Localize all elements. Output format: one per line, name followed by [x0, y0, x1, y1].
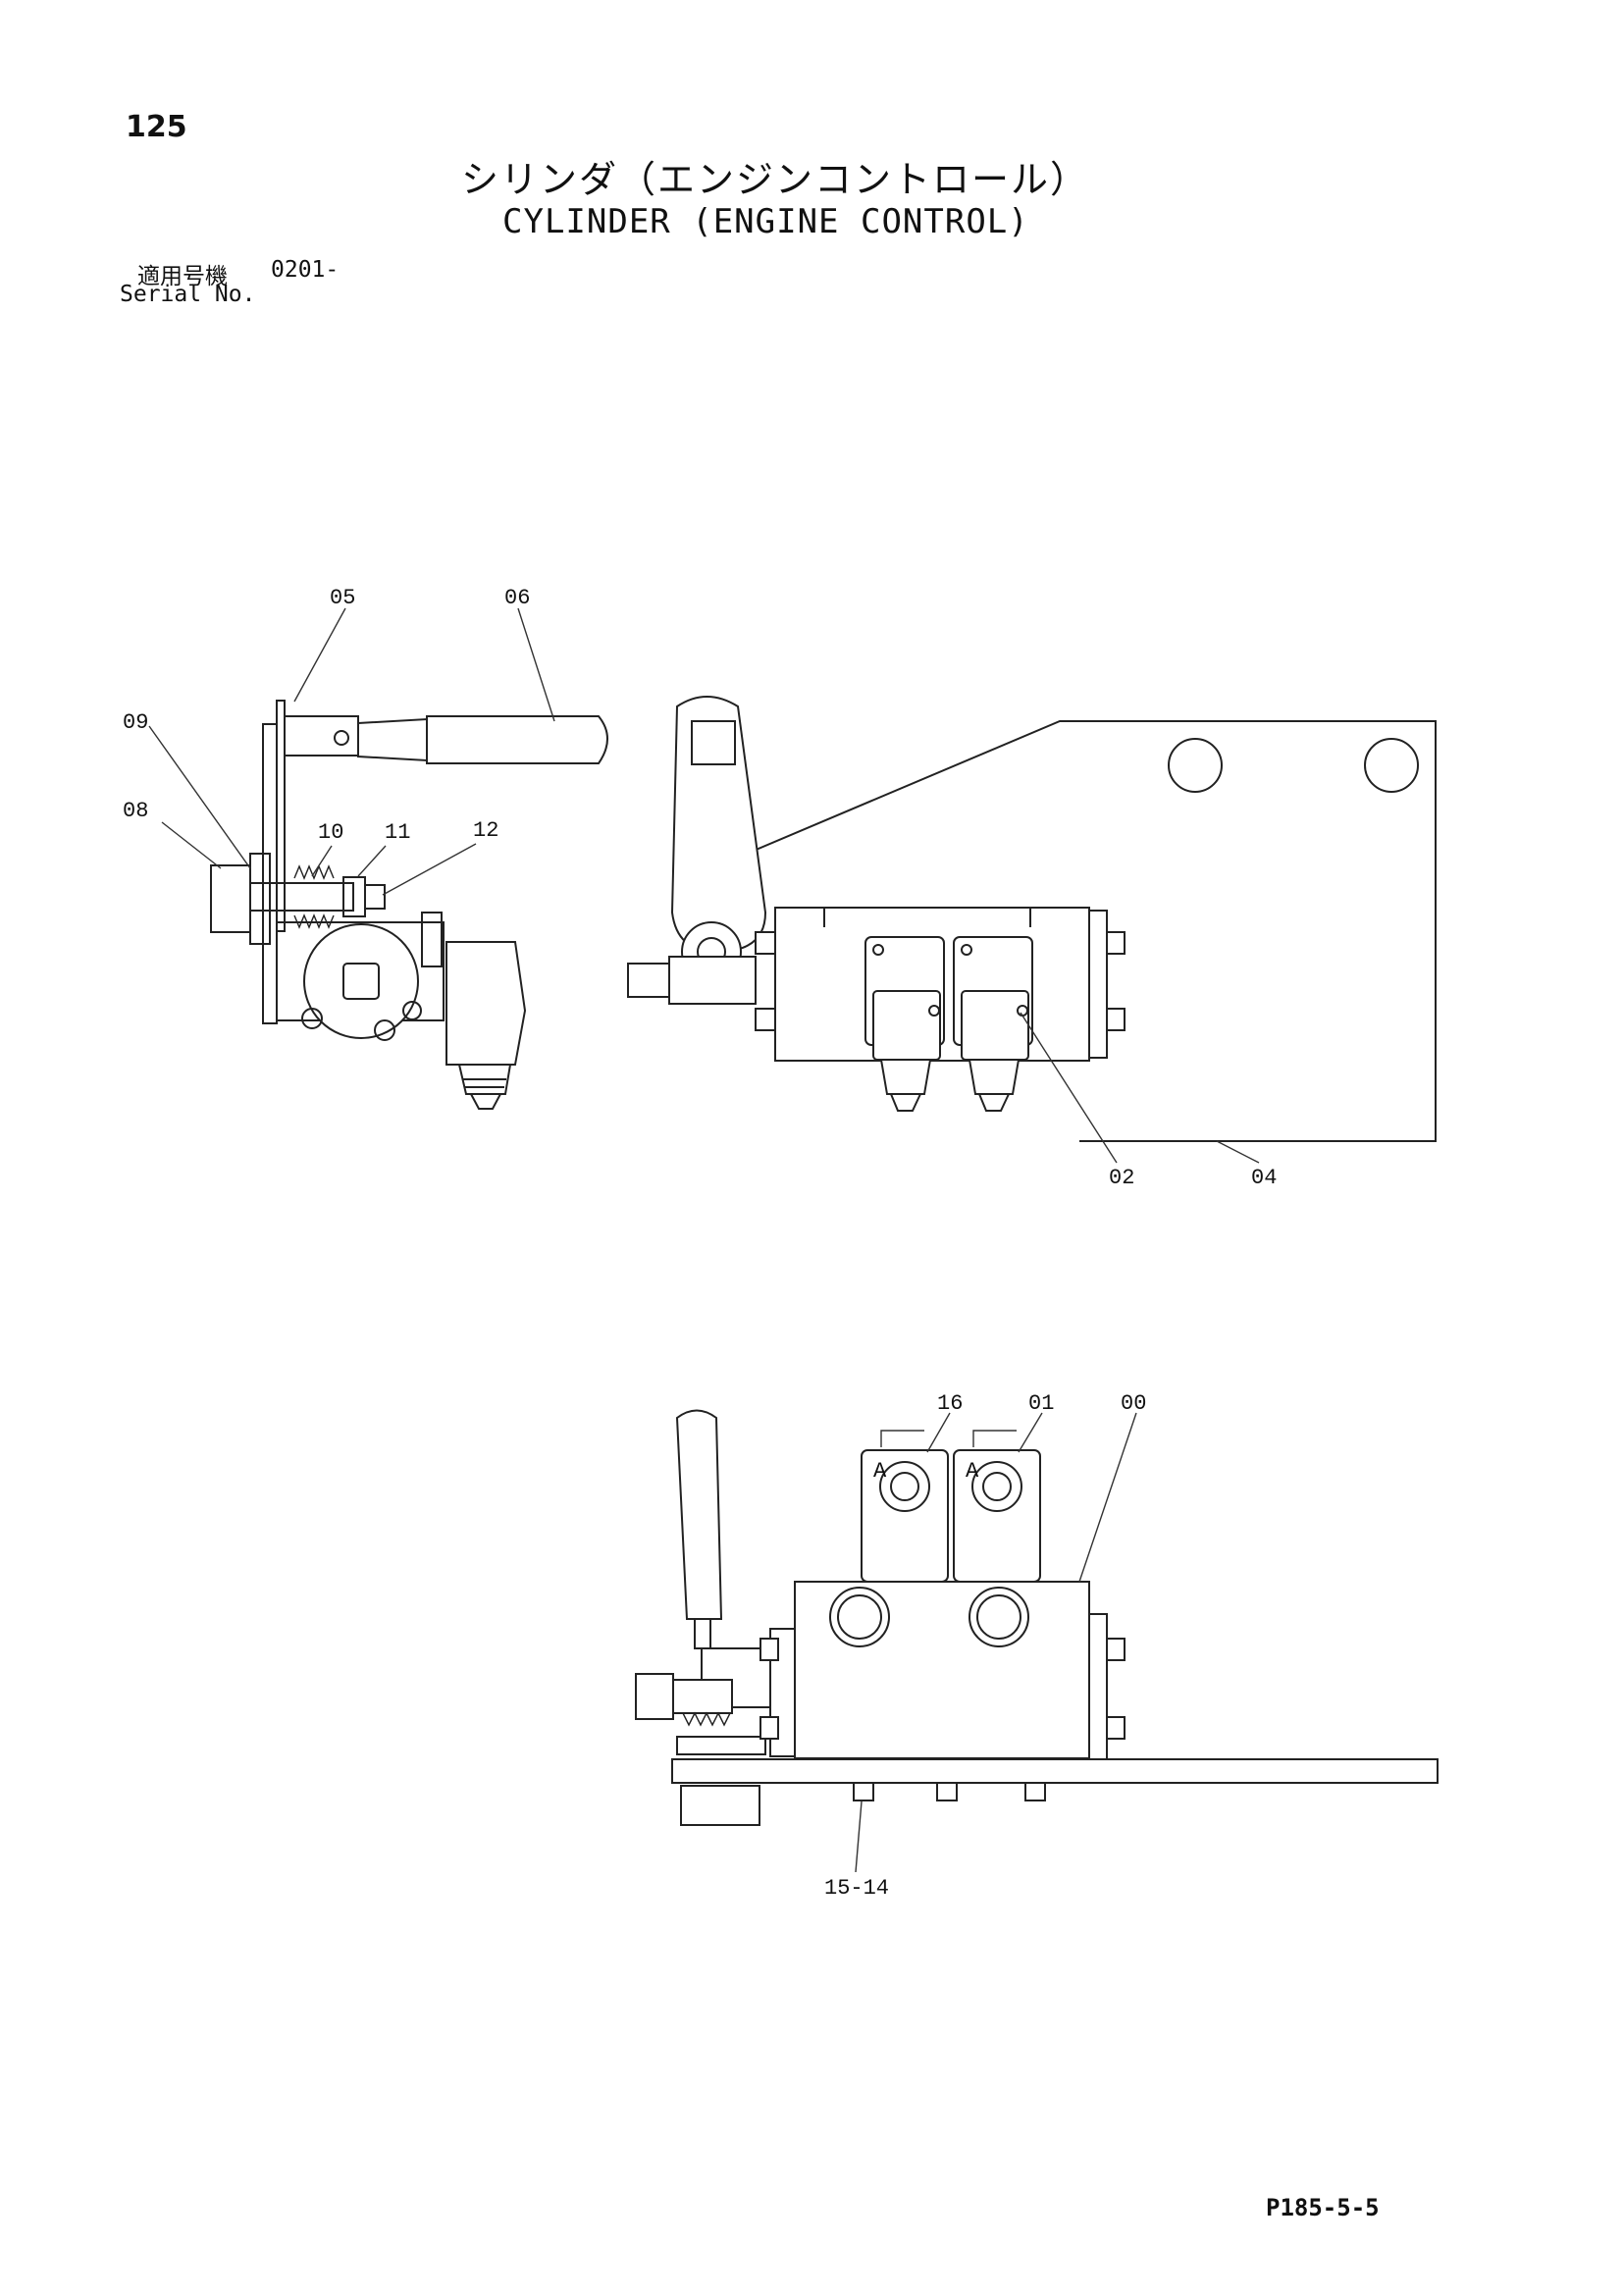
- port-left-outer: [829, 1587, 890, 1647]
- port-right-outer: [969, 1587, 1029, 1647]
- bellows: [682, 1711, 731, 1727]
- solenoid-nut-right-inner: [982, 1472, 1012, 1501]
- bolt-top-right: [1106, 931, 1126, 955]
- shaft-bolt-head: [210, 864, 251, 933]
- lever-link: [670, 696, 767, 954]
- view-a-left: A: [873, 1459, 887, 1484]
- side-valve-block: [445, 941, 527, 1066]
- mount-bolt-1: [853, 1782, 874, 1801]
- side-view-assembly: [210, 700, 608, 1110]
- bracket-hole-right: [1364, 738, 1419, 793]
- bracket-hole-left: [1168, 738, 1223, 793]
- flange-bolt-3: [402, 1001, 422, 1020]
- title-japanese: シリンダ（エンジンコントロール）: [461, 158, 1090, 201]
- boot-ring: [676, 1736, 766, 1755]
- top-view-assembly: [635, 1409, 1439, 1826]
- bracket-plate: [676, 720, 1437, 1142]
- side-connector-threads: [463, 1078, 506, 1088]
- port-right-inner: [976, 1594, 1021, 1640]
- callout-05: 05: [330, 586, 355, 610]
- valve-body-marks: [823, 908, 1031, 927]
- callout-06: 06: [504, 586, 530, 610]
- solenoid-screw-3: [928, 1005, 940, 1017]
- port-left-inner: [837, 1594, 882, 1640]
- front-view-assembly: [627, 696, 1437, 1142]
- lever-handle-top: [675, 1409, 723, 1620]
- callout-16: 16: [937, 1391, 963, 1416]
- bolt-top-view-right-upper: [1106, 1638, 1126, 1661]
- solenoid-nut-left-inner: [890, 1472, 919, 1501]
- bushing: [249, 853, 271, 945]
- rod-top: [672, 1679, 733, 1714]
- coil-right: [961, 990, 1029, 1061]
- title-english: CYLINDER (ENGINE CONTROL): [502, 202, 1029, 241]
- side-lever-plate: [276, 700, 286, 932]
- callout-02: 02: [1109, 1166, 1134, 1190]
- rod-end-top: [635, 1673, 674, 1720]
- lever-handle: [426, 715, 608, 764]
- serial-label-japanese: 適用号機: [137, 264, 228, 289]
- callout-09: 09: [123, 710, 148, 735]
- bolt-top-view-left-upper: [759, 1638, 779, 1661]
- solenoid-nut-right-outer: [971, 1461, 1022, 1512]
- serial-value: 0201-: [271, 257, 340, 283]
- spring-top: [293, 864, 335, 880]
- flange-bolt-1: [301, 1008, 323, 1029]
- valve-end-cap: [1088, 910, 1108, 1059]
- callout-12: 12: [473, 818, 498, 843]
- base-plate: [671, 1758, 1439, 1784]
- mount-bolt-3: [1024, 1782, 1046, 1801]
- bolt-bottom-right: [1106, 1008, 1126, 1031]
- bolt-top-view-left-lower: [759, 1716, 779, 1740]
- page-code: P185-5-5: [1266, 2194, 1380, 2221]
- bolt-bottom-left: [755, 1008, 776, 1031]
- rod-housing: [668, 956, 757, 1005]
- solenoid-block-right: [953, 1449, 1041, 1583]
- flange-bolt-2: [374, 1019, 395, 1041]
- callout-10: 10: [318, 820, 343, 845]
- shaft: [249, 882, 354, 912]
- bolt-top-view-right-lower: [1106, 1716, 1126, 1740]
- valve-body-top: [794, 1581, 1090, 1759]
- callout-04: 04: [1251, 1166, 1277, 1190]
- square-shaft-socket: [342, 963, 380, 1000]
- callout-00: 00: [1121, 1391, 1146, 1416]
- connector-right: [968, 1059, 1021, 1095]
- under-nut: [680, 1785, 760, 1826]
- serial-label-english: Serial No.: [120, 282, 256, 307]
- side-connector-tip: [470, 1093, 501, 1110]
- link-upper-socket: [691, 720, 736, 765]
- page-number: 125: [126, 110, 187, 144]
- solenoid-screw-1: [872, 944, 884, 956]
- callout-11: 11: [385, 820, 410, 845]
- connector-tips: [890, 1093, 1010, 1112]
- mount-bolt-2: [936, 1782, 958, 1801]
- side-valve-cap: [421, 912, 443, 967]
- callout-08: 08: [123, 799, 148, 823]
- leader-lines: [148, 607, 1260, 1873]
- solenoid-screw-2: [961, 944, 972, 956]
- connector-left: [879, 1059, 932, 1095]
- callout-15-14: 15-14: [824, 1876, 889, 1901]
- lever-shaft-top: [694, 1618, 711, 1649]
- solenoid-block-left: [861, 1449, 949, 1583]
- solenoid-nut-left-outer: [879, 1461, 930, 1512]
- coil-left: [872, 990, 941, 1061]
- arm-pin: [334, 730, 349, 746]
- bolt-top-left: [755, 931, 776, 955]
- view-a-right: A: [966, 1459, 979, 1484]
- lever-shaft: [357, 717, 428, 762]
- cotter-pin: [364, 884, 386, 910]
- callout-labels: 05 06 09 08 10 11 12 02 04 16 01 00 A A …: [123, 586, 1277, 1901]
- valve-endcap-top: [1088, 1613, 1108, 1760]
- callout-01: 01: [1028, 1391, 1054, 1416]
- rod-end: [627, 963, 670, 998]
